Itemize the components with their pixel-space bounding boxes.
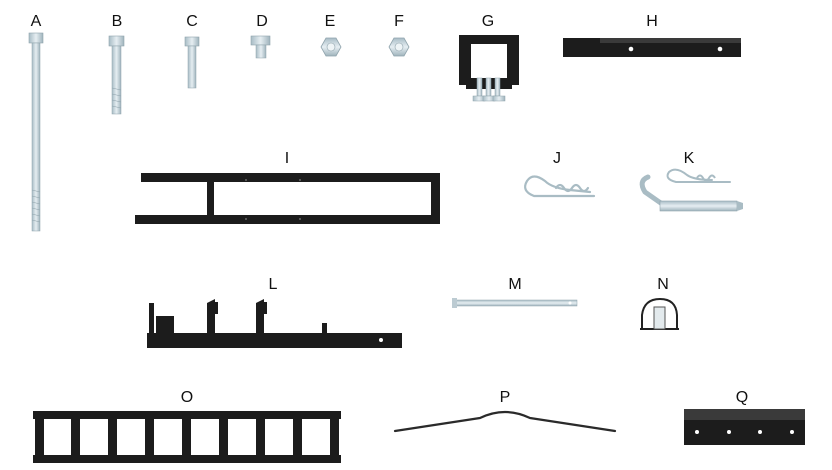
label-l: L <box>268 276 278 293</box>
part-l-side-rail <box>147 299 402 348</box>
part-n-ring-pin <box>640 297 679 330</box>
label-f: F <box>394 13 404 30</box>
part-k-hitch-pin <box>639 168 743 212</box>
part-j-hairpin-clip <box>524 175 596 198</box>
label-p: P <box>499 389 511 406</box>
label-h: H <box>646 13 658 30</box>
part-e-nut <box>320 37 342 57</box>
label-d: D <box>256 13 268 30</box>
part-c-bolt <box>184 36 200 89</box>
part-f-nut <box>388 37 410 57</box>
label-b: B <box>111 13 123 30</box>
part-b-bolt <box>108 35 125 115</box>
label-e: E <box>324 13 336 30</box>
label-o: O <box>180 389 194 406</box>
part-o-ladder <box>33 411 341 463</box>
part-p-wire <box>393 410 617 433</box>
part-h-bar <box>563 38 741 57</box>
label-k: K <box>683 150 695 167</box>
label-c: C <box>186 13 198 30</box>
label-j: J <box>553 150 561 167</box>
label-q: Q <box>735 389 749 406</box>
label-m: M <box>508 276 522 293</box>
part-g-receiver-bracket <box>459 35 519 102</box>
part-q-angle-bracket <box>684 409 805 445</box>
part-m-long-pin <box>452 298 578 308</box>
part-d-bolt <box>250 35 271 59</box>
label-g: G <box>481 13 495 30</box>
label-a: A <box>30 13 42 30</box>
part-i-frame <box>135 173 440 224</box>
label-i: I <box>284 150 290 167</box>
part-a-long-bolt <box>28 32 44 232</box>
label-n: N <box>657 276 669 293</box>
